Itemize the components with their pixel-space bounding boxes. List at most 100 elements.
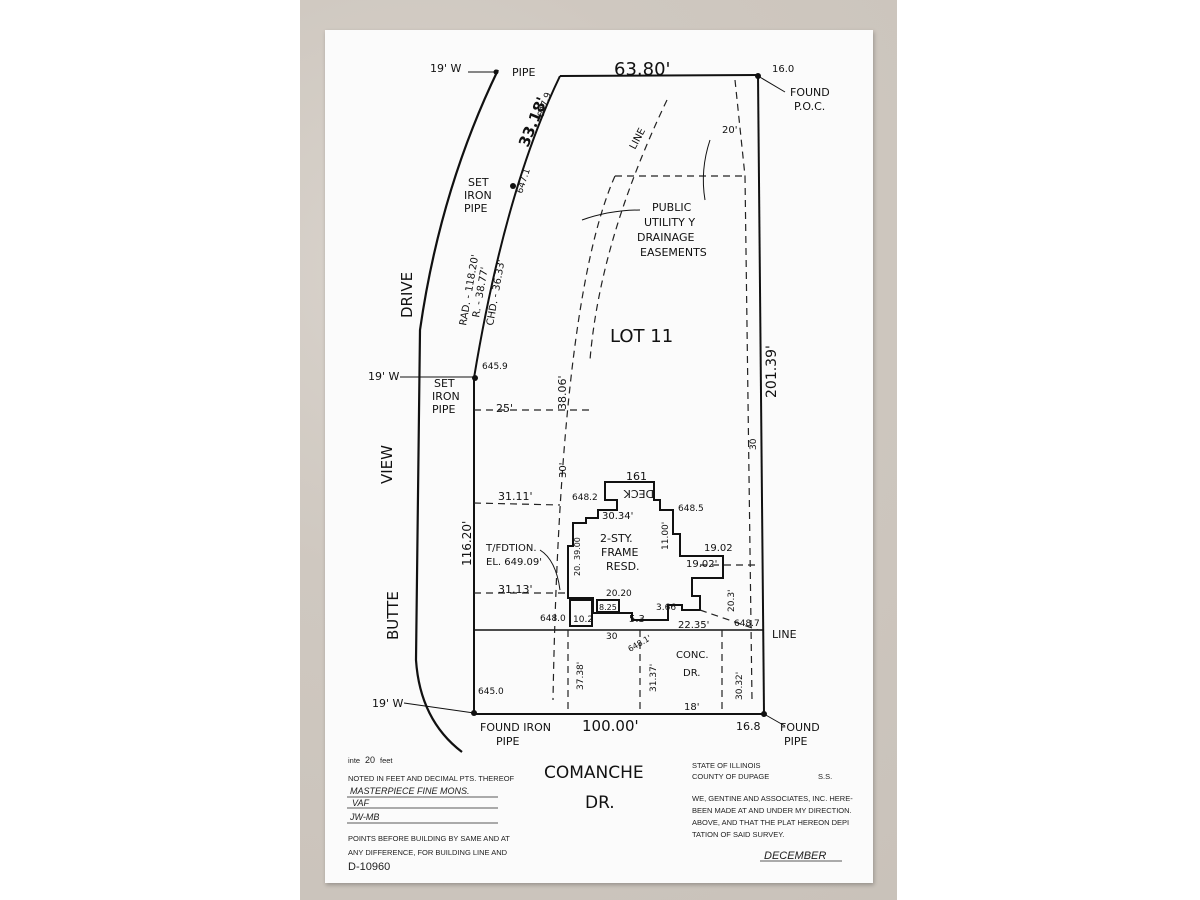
lot-label: LOT 11 (610, 326, 673, 347)
dim-20-3: 20.3' (727, 589, 737, 612)
cert-line-3: ABOVE, AND THAT THE PLAT HEREON DEPI (692, 818, 849, 827)
leader-foundation (539, 549, 561, 591)
cert-line-4: TATION OF SAID SURVEY. (692, 830, 784, 839)
dim-22-35: 22.35' (678, 620, 709, 631)
dim-30-east: 30 (749, 438, 759, 450)
elev-648-5: 648.5 (678, 504, 704, 514)
leader-easement-note (581, 209, 641, 221)
elev-648-0: 648.0 (540, 614, 566, 624)
scale-unit: feet (380, 756, 393, 765)
masterpiece-note: MASTERPIECE FINE MONS. (350, 786, 470, 796)
street-comanche: COMANCHE (544, 763, 644, 783)
measure-note: NOTED IN FEET AND DECIMAL PTS. THEREOF (348, 774, 515, 783)
set-iron-pipe-1c: PIPE (464, 202, 488, 215)
dim-20: 20' (722, 125, 737, 136)
dim-west-116-20: 116.20' (460, 521, 474, 566)
easement-note-1: PUBLIC (652, 201, 692, 214)
street-butte: BUTTE (384, 591, 402, 640)
dim-39-00: 39.00 (573, 537, 582, 560)
dim-30-32: 30.32' (735, 672, 745, 700)
found-pipe-2: PIPE (784, 735, 808, 748)
dim-3-66: 3.66 (656, 603, 676, 613)
found-iron-pipe-1: FOUND IRON (480, 721, 551, 734)
set-iron-pipe-1a: SET (468, 176, 489, 189)
points-note-1: POINTS BEFORE BUILDING BY SAME AND AT (348, 834, 510, 843)
elev-ne-16-0: 16.0 (772, 64, 794, 75)
found-pipe-1: FOUND (780, 721, 820, 734)
north-lot-line (559, 74, 759, 77)
dim-30: 30' (558, 463, 569, 478)
easement-note-3: DRAINAGE (637, 231, 695, 244)
drawing-number: D-10960 (348, 861, 390, 873)
deck-label: DECK (623, 487, 654, 500)
house-label-1: 2-STY. (600, 532, 633, 545)
points-note-2: ANY DIFFERENCE, FOR BUILDING LINE AND (348, 848, 508, 857)
dim-11-00: 11.00' (661, 522, 671, 550)
label-pipe: PIPE (512, 66, 536, 79)
elev-647-1: 647.1 (515, 167, 532, 195)
east-lot-line (757, 74, 765, 715)
street-drive: DRIVE (398, 272, 416, 318)
label-19w-bottom: 19' W (372, 697, 404, 710)
set-iron-pipe-2a: SET (434, 377, 455, 390)
set-iron-pipe-2b: IRON (432, 390, 460, 403)
elev-648-2: 648.2 (572, 493, 598, 503)
house-footprint (567, 481, 724, 621)
survey-plat-sheet (325, 30, 873, 883)
leader-easement-20 (702, 139, 711, 201)
dim-20-20: 20.20 (606, 589, 632, 599)
foundation-2: EL. 649.09' (486, 557, 542, 568)
porch-outline (569, 599, 593, 627)
dim-20-side: 20. (573, 563, 582, 576)
scale-value: 20 (365, 755, 375, 765)
dim-top-63-80: 63.80' (614, 59, 670, 80)
dim-31-11-line (473, 502, 561, 506)
label-19w-mid: 19' W (368, 370, 400, 383)
deck-161: 161 (626, 470, 647, 483)
house-label-3: RESD. (606, 560, 640, 573)
easement-note-4: EASEMENTS (640, 246, 707, 259)
dim-10-2: 10.2 (573, 615, 593, 625)
dim-38-06: 38.06' (556, 375, 569, 410)
leader-found-pipe (763, 713, 786, 727)
iron-pipe-marker-west (472, 375, 478, 381)
cert-county: COUNTY OF DUPAGE (692, 772, 769, 781)
dim-19-02a: 19.02 (704, 543, 733, 554)
cert-ss: S.S. (818, 772, 832, 781)
dim-37-38: 37.38' (576, 662, 586, 690)
dim-30-bottom: 30 (606, 632, 618, 642)
cert-line-2: BEEN MADE AT AND UNDER MY DIRECTION. (692, 806, 852, 815)
cert-state: STATE OF ILLINOIS (692, 761, 761, 770)
iron-pipe-marker-north (510, 183, 516, 189)
cert-line-1: WE, GENTINE AND ASSOCIATES, INC. HERE- (692, 794, 853, 803)
leader-found-poc (757, 75, 786, 93)
dim-25: 25' (496, 402, 513, 415)
cert-month: DECEMBER (764, 850, 826, 862)
dim-31-11: 31.11' (498, 490, 533, 503)
label-line-bottom: LINE (772, 628, 797, 641)
dim-20-3-line (699, 609, 759, 631)
easement-east-line (744, 175, 753, 701)
leader-19w-bottom (403, 702, 475, 714)
dim-31-13: 31.13' (498, 583, 533, 596)
elev-se-16-8: 16.8 (736, 720, 761, 733)
label-found-poc-2: P.O.C. (794, 100, 825, 113)
line-annotation-curve (589, 99, 668, 361)
dim-33-18: 33.18' (515, 94, 551, 149)
easement-curve-line (552, 175, 616, 701)
west-curve-lot-line (473, 75, 561, 379)
conc-dr-1: CONC. (676, 650, 709, 661)
dim-8-25: 8.25 (599, 603, 617, 612)
label-found-poc-1: FOUND (790, 86, 830, 99)
stoop-outline (596, 599, 620, 613)
elev-645-0: 645.0 (478, 687, 504, 697)
elev-648-7: 648.7 (734, 619, 760, 629)
dim-5-3: 5.3 (629, 614, 645, 625)
found-iron-pipe-2: PIPE (496, 735, 520, 748)
street-dr: DR. (585, 793, 615, 813)
conc-dr-2: DR. (683, 668, 700, 679)
dim-east-201-39: 201.39' (764, 345, 780, 398)
easement-note-2: UTILITY Y (644, 216, 695, 229)
scale-prefix: inte (348, 756, 360, 765)
dim-south-100-00: 100.00' (582, 717, 639, 735)
